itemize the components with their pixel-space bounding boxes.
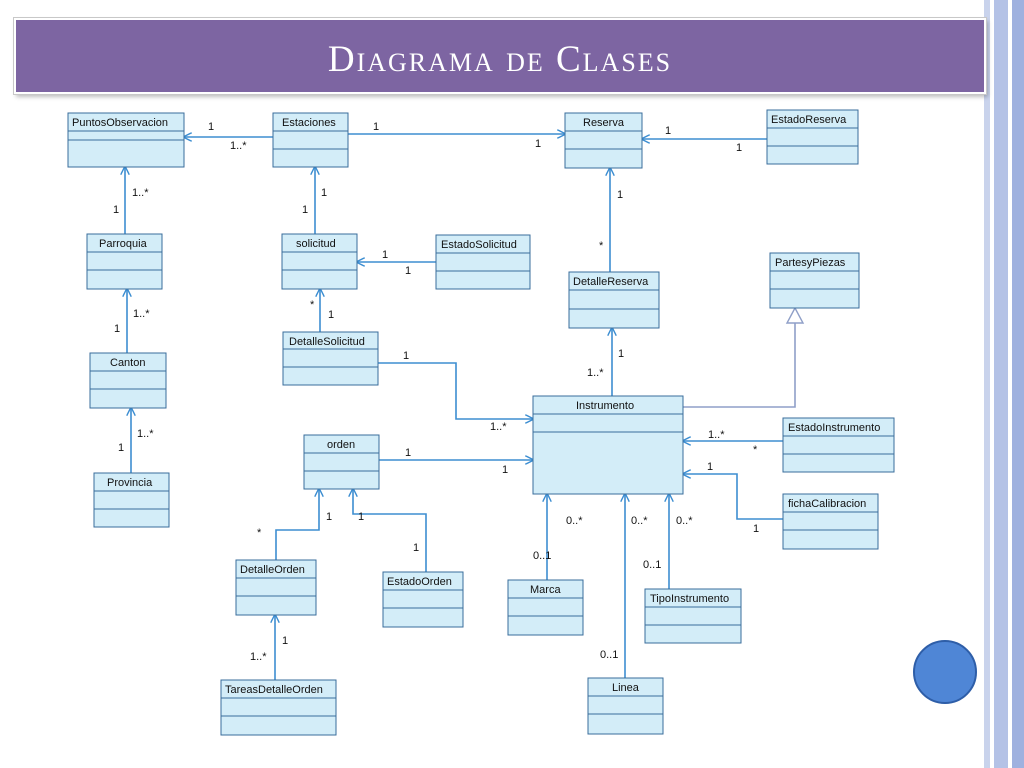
class-solicitud: solicitud xyxy=(281,233,358,290)
multiplicity-label: 1..* xyxy=(587,367,604,379)
multiplicity-label: 1 xyxy=(282,635,288,647)
multiplicity-label: 1 xyxy=(382,249,388,261)
multiplicity-label: * xyxy=(599,240,604,252)
class-name: Instrumento xyxy=(576,400,634,412)
class-name: DetalleSolicitud xyxy=(289,336,365,348)
class-name: Linea xyxy=(612,682,640,694)
multiplicity-label: 1 xyxy=(403,350,409,362)
assoc-instrumento-partes-generalization xyxy=(683,323,796,408)
multiplicity-label: 1 xyxy=(405,447,411,459)
class-name: Provincia xyxy=(107,477,153,489)
class-tipo-instrumento: TipoInstrumento xyxy=(644,588,742,644)
class-estado-instrumento: EstadoInstrumento xyxy=(782,417,895,473)
multiplicity-label: 1..* xyxy=(250,651,267,663)
multiplicity-label: 0..* xyxy=(676,515,693,527)
class-instrumento: Instrumento xyxy=(532,395,684,495)
multiplicity-label: 1 xyxy=(618,348,624,360)
class-parroquia: Parroquia xyxy=(86,233,163,290)
multiplicity-label: 1 xyxy=(413,542,419,554)
multiplicity-label: 1 xyxy=(358,511,364,523)
multiplicity-label: 0..1 xyxy=(533,550,551,562)
assoc-detalleorden-orden xyxy=(275,489,319,560)
multiplicity-label: * xyxy=(310,299,315,311)
multiplicity-label: 1 xyxy=(373,121,379,133)
generalization-triangle xyxy=(785,306,805,324)
class-partes-y-piezas: PartesyPiezas xyxy=(769,252,860,309)
class-name: fichaCalibracion xyxy=(788,498,866,510)
assoc-detallesolicitud-instrumento xyxy=(378,362,533,419)
class-puntos-observacion: PuntosObservacion xyxy=(67,112,185,168)
title-bar: Diagrama de Clases xyxy=(14,18,986,94)
multiplicity-label: 1 xyxy=(405,265,411,277)
multiplicity-label: * xyxy=(257,527,262,539)
class-name: TareasDetalleOrden xyxy=(225,684,323,696)
multiplicity-label: 1 xyxy=(113,204,119,216)
multiplicity-label: 1 xyxy=(302,204,308,216)
class-estaciones: Estaciones xyxy=(272,112,349,168)
class-name: DetalleReserva xyxy=(573,276,649,288)
class-estado-solicitud: EstadoSolicitud xyxy=(435,234,531,290)
class-linea: Linea xyxy=(587,677,664,735)
multiplicity-label: 1..* xyxy=(133,308,150,320)
class-ficha-calibracion: fichaCalibracion xyxy=(782,493,879,550)
class-name: EstadoSolicitud xyxy=(441,239,517,251)
slide-title: Diagrama de Clases xyxy=(327,39,673,80)
class-name: DetalleOrden xyxy=(240,564,305,576)
multiplicity-label: 0..1 xyxy=(600,649,618,661)
slide-side-decoration xyxy=(978,0,1024,768)
multiplicity-label: 1..* xyxy=(137,428,154,440)
class-name: Marca xyxy=(530,584,561,596)
class-estado-reserva: EstadoReserva xyxy=(766,109,859,165)
multiplicity-label: 1 xyxy=(736,142,742,154)
class-detalle-solicitud: DetalleSolicitud xyxy=(282,331,379,386)
multiplicity-label: 1 xyxy=(502,464,508,476)
multiplicity-label: 1 xyxy=(114,323,120,335)
decorative-circle xyxy=(913,640,977,704)
class-marca: Marca xyxy=(507,579,584,636)
class-name: Reserva xyxy=(583,117,625,129)
multiplicity-label: * xyxy=(753,444,758,456)
class-canton: Canton xyxy=(89,352,167,409)
class-detalle-orden: DetalleOrden xyxy=(235,559,317,616)
multiplicity-labels: 1 1..* 1 1 1 1 1..* 1 1 1 1 1 1 * 1..* 1… xyxy=(113,121,759,663)
class-name: Parroquia xyxy=(99,238,148,250)
class-name: solicitud xyxy=(296,238,336,250)
class-name: PartesyPiezas xyxy=(775,257,846,269)
class-reserva: Reserva xyxy=(564,112,643,169)
multiplicity-label: 1..* xyxy=(490,421,507,433)
class-name: EstadoInstrumento xyxy=(788,422,880,434)
multiplicity-label: 1 xyxy=(617,189,623,201)
multiplicity-label: 1 xyxy=(118,442,124,454)
multiplicity-label: 1 xyxy=(753,523,759,535)
multiplicity-label: 1..* xyxy=(132,187,149,199)
multiplicity-label: 0..* xyxy=(566,515,583,527)
assoc-estadoorden-orden xyxy=(353,489,427,572)
multiplicity-label: 0..* xyxy=(631,515,648,527)
class-tareas-detalle-orden: TareasDetalleOrden xyxy=(220,679,337,736)
multiplicity-label: 1 xyxy=(665,125,671,137)
class-name: TipoInstrumento xyxy=(650,593,729,605)
assoc-ficha-instrumento xyxy=(683,474,783,520)
multiplicity-label: 1 xyxy=(535,138,541,150)
multiplicity-label: 0..1 xyxy=(643,559,661,571)
class-name: EstadoReserva xyxy=(771,114,847,126)
multiplicity-label: 1 xyxy=(321,187,327,199)
multiplicity-label: 1 xyxy=(707,461,713,473)
multiplicity-label: 1..* xyxy=(230,140,247,152)
class-name: orden xyxy=(327,439,355,451)
class-detalle-reserva: DetalleReserva xyxy=(568,271,660,329)
class-name: Canton xyxy=(110,357,145,369)
class-name: Estaciones xyxy=(282,117,336,129)
multiplicity-label: 1 xyxy=(208,121,214,133)
multiplicity-label: 1..* xyxy=(708,429,725,441)
class-orden: orden xyxy=(303,434,380,490)
class-provincia: Provincia xyxy=(93,472,170,528)
class-name: EstadoOrden xyxy=(387,576,452,588)
associations xyxy=(125,134,805,680)
class-estado-orden: EstadoOrden xyxy=(382,571,464,628)
multiplicity-label: 1 xyxy=(328,309,334,321)
multiplicity-label: 1 xyxy=(326,511,332,523)
class-name: PuntosObservacion xyxy=(72,117,168,129)
